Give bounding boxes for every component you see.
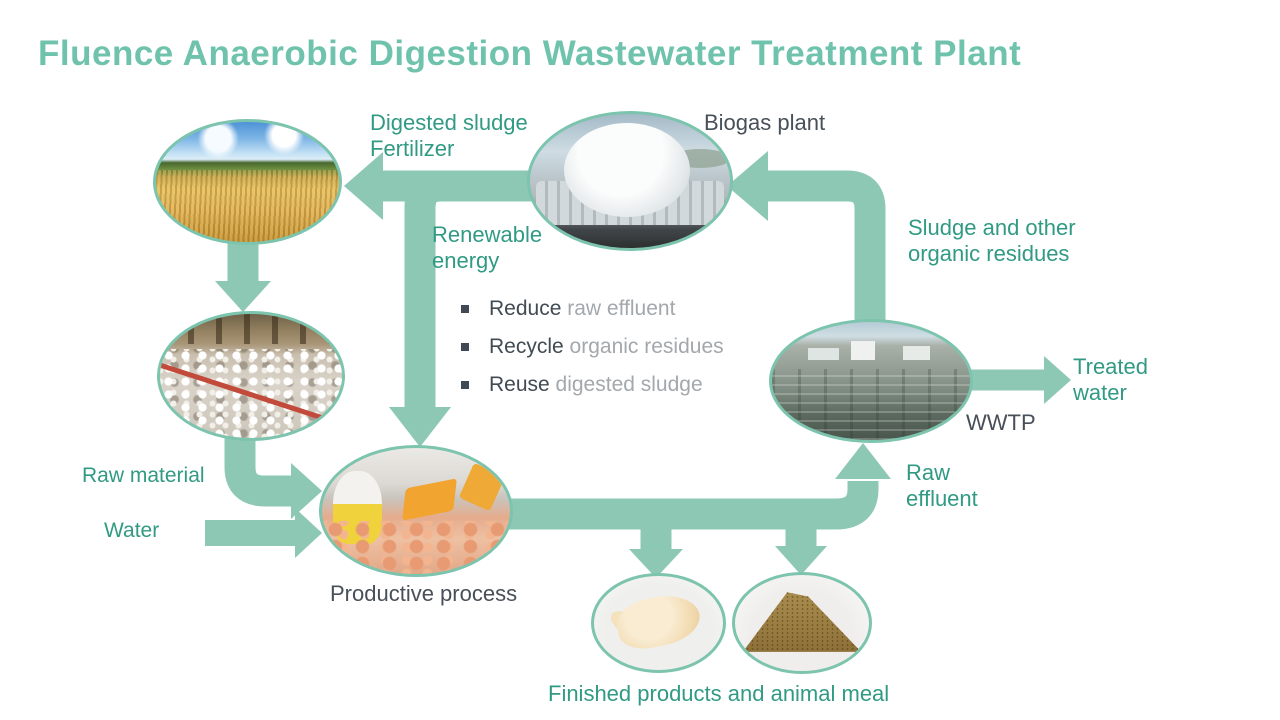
biogas-plant-image [527, 111, 733, 251]
bullet-item-reduce: Reduce raw effluent [461, 297, 724, 321]
arrow-to-finished-chicken [629, 512, 683, 578]
arrow-raw-material [224, 425, 322, 519]
wwtp-building [902, 345, 931, 360]
page-title: Fluence Anaerobic Digestion Wastewater T… [38, 34, 1022, 73]
label-raw-material: Raw material [82, 464, 205, 487]
label-digested-sludge-fertilizer: Digested sludge Fertilizer [370, 110, 528, 161]
bullet-rest: organic residues [563, 335, 724, 358]
three-r-bullet-list: Reduce raw effluent Recycle organic resi… [461, 297, 724, 411]
wwtp-image [769, 319, 973, 443]
square-bullet-icon [461, 381, 469, 389]
label-biogas-plant: Biogas plant [704, 110, 826, 135]
label-water: Water [104, 519, 160, 542]
process-meat [322, 521, 510, 574]
chicken-body [613, 588, 704, 654]
wheat-texture [156, 170, 339, 242]
label-wwtp: WWTP [966, 410, 1036, 435]
label-raw-effluent: Raw effluent [906, 460, 978, 511]
process-tray [401, 478, 457, 521]
arrow-to-animal-meal [775, 512, 827, 575]
bullet-keyword: Reduce [489, 297, 562, 320]
label-sludge-organic-residues: Sludge and other organic residues [908, 215, 1076, 266]
animal-meal-image [732, 572, 872, 674]
arrow-treated-water [965, 356, 1071, 404]
arrow-water [205, 508, 322, 558]
label-renewable-energy: Renewable energy [432, 222, 543, 273]
meal-grain-texture [742, 592, 862, 652]
bullet-rest: raw effluent [561, 297, 676, 320]
label-treated-water: Treated water [1073, 354, 1149, 405]
bullet-item-reuse: Reuse digested sludge [461, 373, 724, 397]
wwtp-building [807, 347, 840, 360]
biogas-dome [564, 123, 690, 218]
finished-chicken-image [591, 573, 726, 673]
bullet-rest: digested sludge [549, 373, 703, 396]
arrow-raw-effluent [460, 443, 891, 530]
farm-beams [160, 314, 342, 344]
square-bullet-icon [461, 305, 469, 313]
bullet-item-recycle: Recycle organic residues [461, 335, 724, 359]
bullet-keyword: Reuse [489, 373, 550, 396]
wheat-field-image [153, 119, 342, 245]
label-finished-products: Finished products and animal meal [548, 681, 890, 706]
label-productive-process: Productive process [330, 581, 518, 606]
wwtp-building [851, 340, 875, 360]
square-bullet-icon [461, 343, 469, 351]
arrow-wheat-to-farm [215, 235, 271, 312]
arrow-renewable-energy [389, 170, 560, 447]
bullet-keyword: Recycle [489, 335, 564, 358]
arrow-sludge-to-biogas [727, 151, 886, 330]
poultry-farm-image [157, 311, 345, 441]
productive-process-image [319, 445, 513, 577]
wwtp-basins [772, 369, 970, 440]
